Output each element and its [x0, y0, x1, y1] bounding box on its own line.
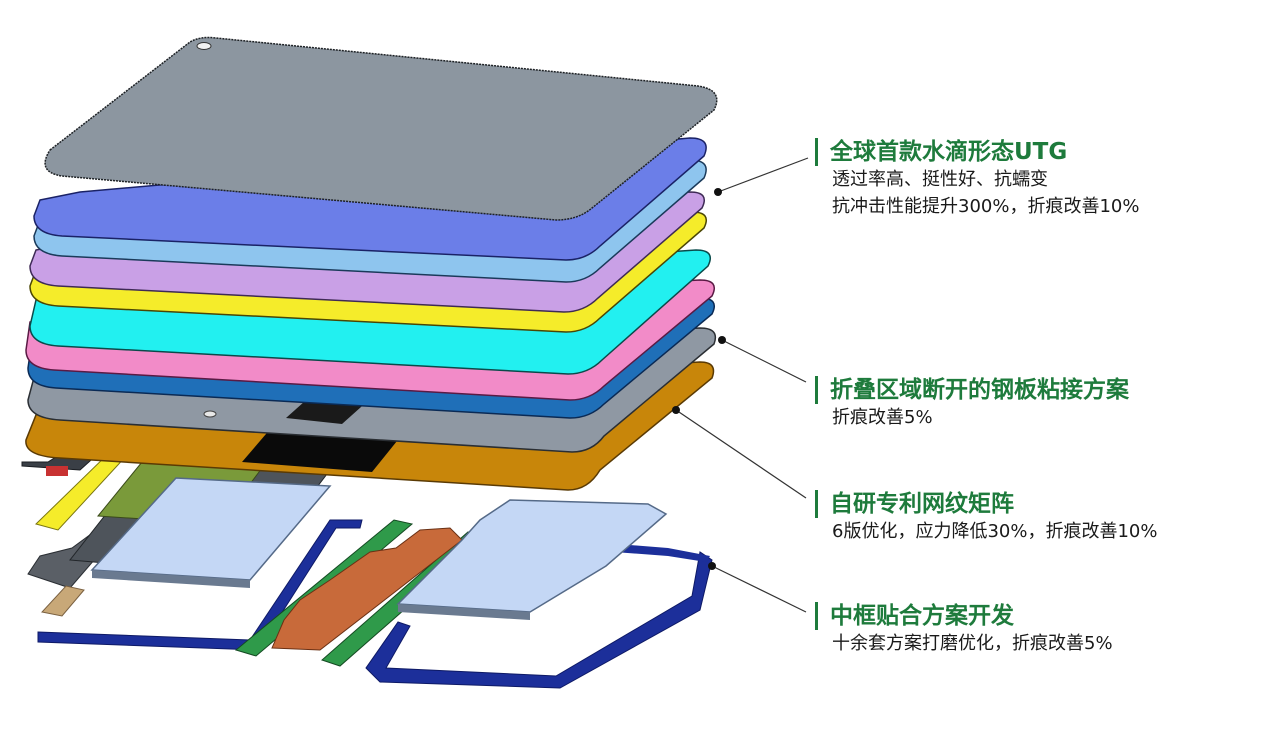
- steel-plate-hole: [203, 410, 217, 418]
- callout-title: 全球首款水滴形态UTG: [815, 138, 1139, 166]
- callout-mesh-matrix: 自研专利网纹矩阵 6版优化，应力降低30%，折痕改善10%: [815, 490, 1158, 545]
- callout-title: 折叠区域断开的钢板粘接方案: [815, 376, 1129, 404]
- leader-lines: [672, 157, 809, 613]
- left-battery-side: [92, 570, 250, 588]
- layer-utg-glass: [44, 36, 718, 221]
- upper-layer-stack: [25, 36, 718, 491]
- callout-steel-plate: 折叠区域断开的钢板粘接方案 折痕改善5%: [815, 376, 1129, 431]
- leader-line-steel-plate: [721, 339, 807, 383]
- leader-dot-mesh: [672, 406, 680, 414]
- callout-line: 折痕改善5%: [832, 407, 933, 428]
- tan-connector: [41, 585, 85, 617]
- leader-line-utg: [717, 157, 809, 193]
- right-battery-side: [398, 604, 530, 620]
- callout-title: 中框贴合方案开发: [815, 602, 1113, 630]
- leader-dot-utg: [714, 188, 722, 196]
- utg-camera-notch: [196, 42, 212, 50]
- leader-line-mesh: [675, 409, 807, 499]
- right-battery: [396, 499, 668, 613]
- lower-assembly: [21, 447, 713, 689]
- callout-line: 6版优化，应力降低30%，折痕改善10%: [832, 521, 1158, 542]
- leader-dot-frame: [708, 562, 716, 570]
- callout-title: 自研专利网纹矩阵: [815, 490, 1157, 518]
- callout-line: 抗冲击性能提升300%，折痕改善10%: [832, 196, 1140, 217]
- callout-line: 十余套方案打磨优化，折痕改善5%: [832, 633, 1113, 654]
- right-middle-frame: [365, 551, 713, 689]
- leader-dot-steel-plate: [718, 336, 726, 344]
- callout-utg: 全球首款水滴形态UTG 透过率高、挺性好、抗蠕变 抗冲击性能提升300%，折痕改…: [815, 138, 1140, 220]
- callout-line: 透过率高、挺性好、抗蠕变: [832, 169, 1048, 190]
- hinge-copper-mechanism: [271, 527, 463, 651]
- left-red-component: [46, 466, 68, 476]
- leader-line-frame: [711, 565, 807, 613]
- callout-middle-frame: 中框贴合方案开发 十余套方案打磨优化，折痕改善5%: [815, 602, 1113, 657]
- left-middle-frame: [37, 519, 363, 651]
